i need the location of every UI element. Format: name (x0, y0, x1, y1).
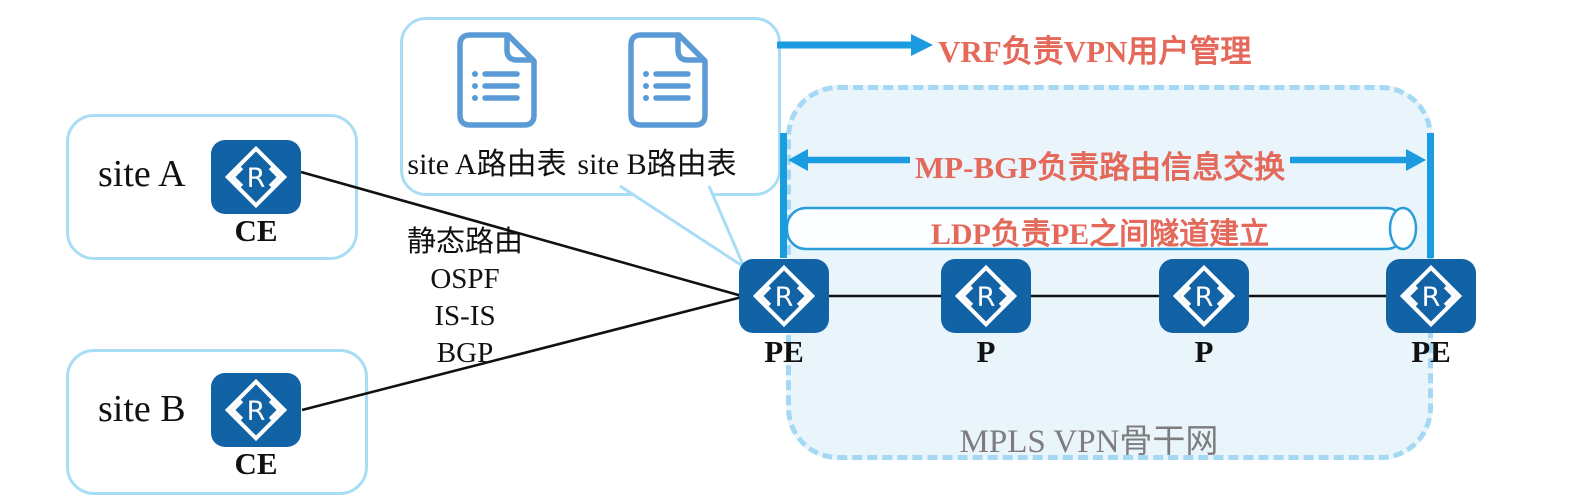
router-ce-b: R (211, 373, 301, 447)
protocol-isis: IS-IS (434, 300, 496, 332)
routing-table-b-label: site B路由表 (577, 148, 737, 181)
router-p-1-label: P (976, 334, 996, 369)
router-icon: R (224, 145, 288, 209)
ldp-annotation-wrap: LDP负责PE之间隧道建立 (850, 209, 1350, 253)
site-a-label: site A (98, 153, 186, 195)
router-icon: R (1399, 264, 1463, 328)
routing-table-b-doc-icon (628, 32, 708, 128)
backbone-title: MPLS VPN骨干网 (959, 424, 1219, 460)
routing-table-a-doc-icon (457, 32, 537, 128)
vrf-arrow-icon (777, 34, 933, 56)
router-pe-2: R (1386, 259, 1476, 333)
ce-pe-protocol-list: 静态路由 OSPF IS-IS BGP (375, 224, 555, 372)
router-icon: R (224, 378, 288, 442)
router-glyph: R (977, 282, 996, 313)
router-glyph: R (1422, 282, 1441, 313)
routing-table-a-label: site A路由表 (407, 148, 567, 181)
router-pe-1: R (739, 259, 829, 333)
router-p-2: R (1159, 259, 1249, 333)
router-pe-2-label: PE (1411, 334, 1451, 369)
protocol-static: 静态路由 (406, 226, 523, 258)
router-ce-a-label: CE (234, 213, 278, 248)
router-ce-b-label: CE (234, 446, 278, 481)
mp-bgp-annotation-wrap: MP-BGP负责路由信息交换 (850, 142, 1350, 187)
router-glyph: R (247, 396, 266, 427)
protocol-bgp: BGP (436, 337, 494, 369)
router-icon: R (1172, 264, 1236, 328)
protocol-ospf: OSPF (430, 263, 500, 295)
router-glyph: R (775, 282, 794, 313)
router-p-1: R (941, 259, 1031, 333)
router-glyph: R (1195, 282, 1214, 313)
router-ce-a: R (211, 140, 301, 214)
site-b-label: site B (98, 388, 186, 430)
router-glyph: R (247, 163, 266, 194)
router-icon: R (752, 264, 816, 328)
router-pe-1-label: PE (764, 334, 804, 369)
vrf-annotation: VRF负责VPN用户管理 (938, 34, 1252, 69)
ldp-annotation: LDP负责PE之间隧道建立 (930, 218, 1270, 251)
mp-bgp-annotation: MP-BGP负责路由信息交换 (909, 142, 1291, 187)
router-icon: R (954, 264, 1018, 328)
router-p-2-label: P (1194, 334, 1214, 369)
callout-tail (619, 184, 746, 269)
